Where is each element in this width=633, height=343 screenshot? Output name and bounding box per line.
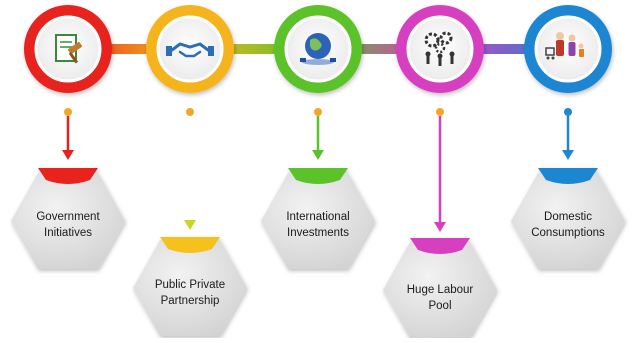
label-domestic-line1: Domestic [544,211,592,223]
arrow-5 [562,108,574,160]
hexagon-4 [383,238,497,338]
label-government: Government Initiatives [8,209,128,241]
label-government-line1: Government [36,211,100,223]
globe-icon [300,33,336,65]
hexagon-1 [11,168,125,269]
label-labour: Huge Labour Pool [380,282,500,314]
circle-international [274,5,362,93]
label-ppp-line1: Public Private [154,279,226,291]
label-ppp: Public Private Partnership [130,277,250,309]
handshake-icon [166,42,214,58]
circle-labour [396,5,484,93]
label-international: International Investments [258,209,378,241]
family-shopping-icon [545,32,584,60]
label-government-line2: Initiatives [44,227,92,239]
label-labour-line2: Pool [428,300,452,312]
document-gavel-icon [55,34,83,64]
label-international-line1: International [286,211,350,223]
label-ppp-line2: Partnership [160,295,220,307]
hexagon-3 [261,168,375,269]
label-domestic: Domestic Consumptions [508,209,628,241]
gears-people-icon [424,31,455,66]
arrow-2 [184,108,196,230]
label-domestic-line2: Consumptions [531,227,605,239]
circle-domestic [524,5,612,93]
circle-ppp [146,5,234,93]
label-international-line2: Investments [287,227,349,239]
hexagon-2 [133,237,247,336]
arrow-3 [312,108,324,160]
arrow-1 [62,108,74,160]
arrow-4 [434,108,446,232]
label-labour-line1: Huge Labour [406,284,474,296]
hexagon-5 [511,168,625,269]
